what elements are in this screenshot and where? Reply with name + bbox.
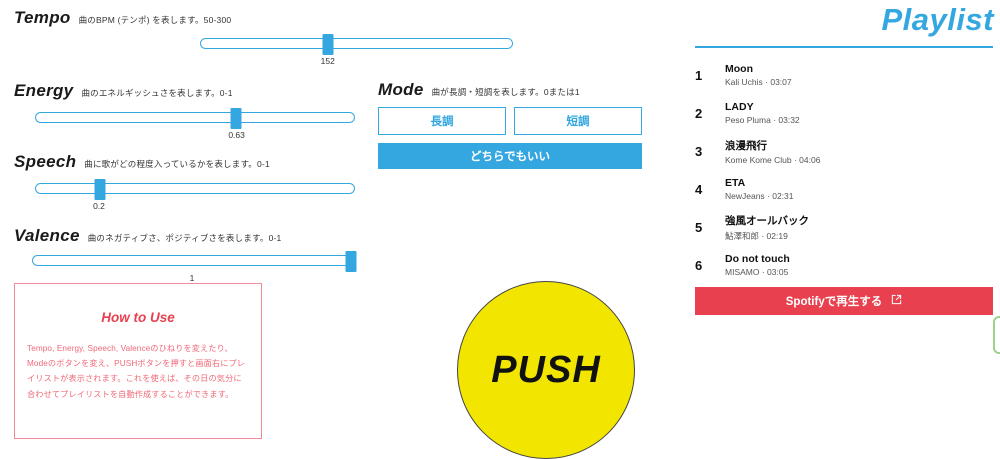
track-row[interactable]: 6 Do not touch MISAMO · 03:05 — [695, 246, 995, 284]
track-info: ETA NewJeans · 02:31 — [725, 177, 794, 201]
feature-head-mode: Mode 曲が長調・短調を表します。0または1 — [378, 80, 580, 100]
feature-title-tempo: Tempo — [14, 8, 71, 27]
push-button-label: PUSH — [491, 348, 601, 391]
slider-track-energy[interactable] — [35, 108, 355, 129]
track-name: Moon — [725, 63, 753, 75]
slider-thumb-tempo[interactable] — [322, 34, 334, 55]
mode-buttons-row: 長調 短調 — [378, 107, 642, 135]
spotify-play-button[interactable]: Spotifyで再生する — [695, 287, 993, 315]
track-index: 4 — [695, 181, 703, 197]
playlist-divider — [695, 46, 993, 48]
slider-thumb-speech[interactable] — [94, 179, 106, 200]
track-meta: Kome Kome Club · 04:06 — [725, 154, 821, 165]
track-row[interactable]: 3 浪漫飛行 Kome Kome Club · 04:06 — [695, 132, 995, 170]
external-link-icon — [891, 294, 902, 308]
how-to-use-title: How to Use — [101, 310, 175, 325]
track-meta: NewJeans · 02:31 — [725, 191, 794, 201]
feature-description-tempo: 曲のBPM (テンポ) を表します。50-300 — [78, 15, 232, 25]
track-info: 強風オールバック 鮎澤和郎 · 02:19 — [725, 213, 809, 242]
slider-thumb-valence[interactable] — [345, 251, 357, 272]
track-row[interactable]: 2 LADY Peso Pluma · 03:32 — [695, 94, 995, 132]
playlist-title: Playlist — [881, 2, 994, 37]
track-info: 浪漫飛行 Kome Kome Club · 04:06 — [725, 138, 820, 165]
slider-value-energy: 0.63 — [228, 130, 245, 140]
playlist-panel: Playlist 1 Moon Kali Uchis · 03:07 2 LAD… — [680, 0, 1000, 459]
track-meta: MISAMO · 03:05 — [725, 267, 789, 277]
track-name: Do not touch — [725, 253, 790, 265]
track-row[interactable]: 5 強風オールバック 鮎澤和郎 · 02:19 — [695, 208, 995, 246]
track-index: 6 — [695, 257, 703, 273]
track-name: ETA — [725, 177, 746, 189]
mode-button-minor[interactable]: 短調 — [514, 107, 642, 135]
feature-block-tempo: Tempo 曲のBPM (テンポ) を表します。50-300 — [14, 8, 231, 28]
track-meta: 鮎澤和郎 · 02:19 — [725, 230, 788, 241]
spotify-play-button-label: Spotifyで再生する — [785, 296, 883, 308]
feature-head-valence: Valence 曲のネガティブさ、ポジティブさを表します。0-1 — [14, 226, 281, 246]
green-edge-widget[interactable] — [993, 316, 1000, 354]
slider-value-valence: 1 — [189, 273, 195, 283]
track-name: 浪漫飛行 — [725, 139, 767, 152]
track-info: Moon Kali Uchis · 03:07 — [725, 63, 792, 87]
feature-block-energy: Energy 曲のエネルギッシュさを表します。0-1 — [14, 81, 233, 101]
slider-value-tempo: 152 — [320, 56, 335, 66]
slider-track-speech[interactable] — [35, 179, 355, 200]
track-info: Do not touch MISAMO · 03:05 — [725, 253, 790, 277]
track-meta: Peso Pluma · 03:32 — [725, 115, 800, 125]
feature-block-speech: Speech 曲に歌がどの程度入っているかを表します。0-1 — [14, 152, 270, 172]
track-list: 1 Moon Kali Uchis · 03:07 2 LADY Peso Pl… — [695, 56, 995, 284]
feature-title-energy: Energy — [14, 81, 74, 100]
slider-track-tempo[interactable] — [200, 34, 513, 55]
push-button[interactable]: PUSH — [457, 281, 635, 459]
feature-description-mode: 曲が長調・短調を表します。0または1 — [431, 87, 580, 97]
feature-title-valence: Valence — [14, 226, 80, 245]
feature-description-valence: 曲のネガティブさ、ポジティブさを表します。0-1 — [87, 233, 282, 243]
mode-button-major[interactable]: 長調 — [378, 107, 506, 135]
controls-panel: Tempo 曲のBPM (テンポ) を表します。50-300 152 Energ… — [14, 8, 642, 459]
track-row[interactable]: 1 Moon Kali Uchis · 03:07 — [695, 56, 995, 94]
feature-title-speech: Speech — [14, 152, 77, 171]
feature-head-speech: Speech 曲に歌がどの程度入っているかを表します。0-1 — [14, 152, 270, 172]
slider-thumb-energy[interactable] — [230, 108, 242, 129]
track-name: 強風オールバック — [725, 214, 809, 227]
track-index: 2 — [695, 105, 703, 121]
track-name: LADY — [725, 101, 754, 113]
feature-description-energy: 曲のエネルギッシュさを表します。0-1 — [81, 88, 233, 98]
slider-value-speech: 0.2 — [93, 201, 105, 211]
slider-track-valence[interactable] — [32, 251, 357, 272]
track-index: 3 — [695, 143, 703, 159]
feature-block-valence: Valence 曲のネガティブさ、ポジティブさを表します。0-1 — [14, 226, 281, 246]
feature-head-tempo: Tempo 曲のBPM (テンポ) を表します。50-300 — [14, 8, 231, 28]
feature-description-speech: 曲に歌がどの程度入っているかを表します。0-1 — [84, 159, 270, 169]
mode-button-either[interactable]: どちらでもいい — [378, 143, 642, 169]
mode-block: Mode 曲が長調・短調を表します。0または1 長調 短調 どちらでもいい — [378, 80, 642, 169]
feature-head-energy: Energy 曲のエネルギッシュさを表します。0-1 — [14, 81, 233, 101]
track-meta: Kali Uchis · 03:07 — [725, 77, 792, 87]
how-to-use-box: How to Use Tempo, Energy, Speech, Valenc… — [14, 283, 262, 439]
track-row[interactable]: 4 ETA NewJeans · 02:31 — [695, 170, 995, 208]
feature-title-mode: Mode — [378, 80, 424, 99]
track-info: LADY Peso Pluma · 03:32 — [725, 101, 800, 125]
track-index: 5 — [695, 219, 703, 235]
how-to-use-body: Tempo, Energy, Speech, Valenceのひねりを変えたり、… — [27, 344, 246, 399]
track-index: 1 — [695, 67, 703, 83]
